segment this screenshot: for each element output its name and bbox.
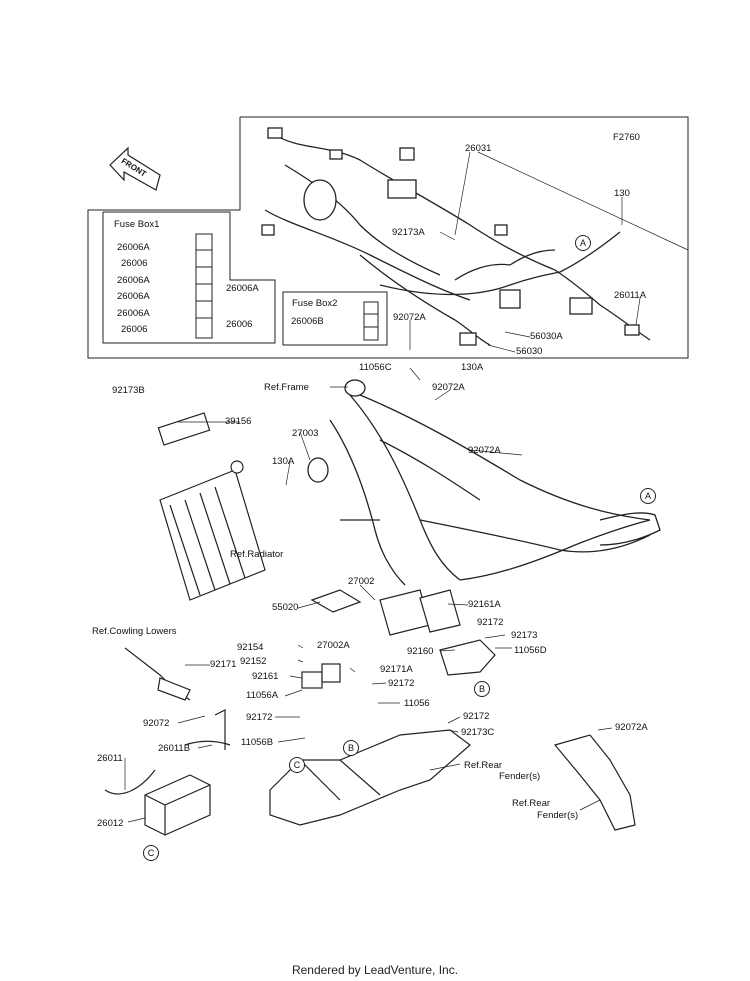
part-label: 92072A: [393, 312, 426, 323]
fuse-box-1-label: 26006A: [117, 275, 150, 286]
part-label: 92072A: [468, 445, 501, 456]
part-label: 11056A: [246, 690, 279, 701]
leader-lines: [124, 151, 689, 823]
fuse-box-1-label: 26006A: [117, 308, 150, 319]
ref-rear-fender-1: Fender(s): [499, 771, 541, 782]
frame: [307, 379, 661, 586]
part-label: 26012: [97, 818, 124, 829]
part-label: 92160: [407, 646, 434, 657]
ref-rear-fender-1: Ref.Rear: [464, 760, 503, 771]
callout-a: A: [640, 488, 656, 504]
part-label: 11056C: [359, 362, 392, 373]
callout-a: A: [575, 235, 591, 251]
fuse-box-1-title: Fuse Box1: [114, 219, 160, 230]
fuse-box-1-label: 26006A: [226, 283, 259, 294]
fuse-box-2-outline: [282, 291, 388, 346]
part-label: 130: [614, 188, 630, 199]
ref-cowling: Ref.Cowling Lowers: [92, 626, 177, 637]
part-label: 92154: [237, 642, 264, 653]
fuse-box-2-label: 26006B: [291, 316, 324, 327]
callout-b: B: [343, 740, 359, 756]
ecu-parts: [301, 589, 496, 689]
part-label: 92072: [143, 718, 170, 729]
part-label: 26031: [465, 143, 492, 154]
part-label: 92161A: [468, 599, 501, 610]
part-label: 11056: [404, 698, 430, 709]
part-label: 56030: [516, 346, 543, 357]
part-label: 130A: [461, 362, 484, 373]
part-label: 92172: [388, 678, 415, 689]
rear-fender: [553, 734, 636, 831]
harness-frame-outline: [87, 116, 689, 359]
fuse-box-1-body: [195, 233, 213, 339]
cowling-bracket: [124, 647, 191, 701]
part-label: 130A: [272, 456, 295, 467]
part-label: 11056D: [514, 645, 547, 656]
part-label: 39156: [225, 416, 252, 427]
battery-cables: [104, 709, 231, 795]
part-label: 92173A: [392, 227, 425, 238]
part-label: 56030A: [530, 331, 563, 342]
part-label: 26011B: [158, 743, 191, 754]
part-label: 92173C: [461, 727, 495, 738]
callout-c: C: [289, 757, 305, 773]
figure-code: F2760: [613, 132, 640, 143]
callout-c: C: [143, 845, 159, 861]
part-label: 26011A: [614, 290, 647, 301]
part-label: 92161: [252, 671, 279, 682]
part-label: 92171A: [380, 664, 413, 675]
footer-credit: Rendered by LeadVenture, Inc.: [291, 963, 459, 977]
front-arrow-icon: [109, 146, 161, 191]
part-label: 92072A: [615, 722, 648, 733]
part-label: 92172: [246, 712, 273, 723]
part-label: 11056B: [241, 737, 274, 748]
part-label: 92152: [240, 656, 267, 667]
part-label: 92173B: [112, 385, 145, 396]
part-label: 27003: [292, 428, 319, 439]
ref-frame: Ref.Frame: [264, 382, 309, 393]
part-label: 27002A: [317, 640, 350, 651]
ref-radiator: Ref.Radiator: [230, 549, 284, 560]
fuse-box-1-outline: [102, 211, 276, 344]
battery: [144, 774, 211, 836]
fuse-box-1-label: 26006: [121, 258, 148, 269]
part-label: 92171: [210, 659, 237, 670]
part-label: 92072A: [432, 382, 465, 393]
part-label: 92172: [463, 711, 490, 722]
fuse-box-2-body: [363, 301, 379, 341]
fuse-box-1-label: 26006A: [117, 242, 150, 253]
part-label: 27002: [348, 576, 375, 587]
ref-rear-fender-2: Fender(s): [537, 810, 579, 821]
fuse-box-1-label: 26006: [226, 319, 253, 330]
battery-tray: [269, 729, 471, 826]
part-label: 92173: [511, 630, 538, 641]
part-label: 26011: [97, 753, 123, 764]
radiator: [157, 412, 266, 601]
wire-harness: [261, 127, 651, 346]
fuse-box-2-title: Fuse Box2: [292, 298, 338, 309]
fuse-box-1-label: 26006A: [117, 291, 150, 302]
callout-b: B: [474, 681, 490, 697]
part-label: 92172: [477, 617, 504, 628]
ref-rear-fender-2: Ref.Rear: [512, 798, 551, 809]
fuse-box-1-label: 26006: [121, 324, 148, 335]
part-label: 55020: [272, 602, 299, 613]
